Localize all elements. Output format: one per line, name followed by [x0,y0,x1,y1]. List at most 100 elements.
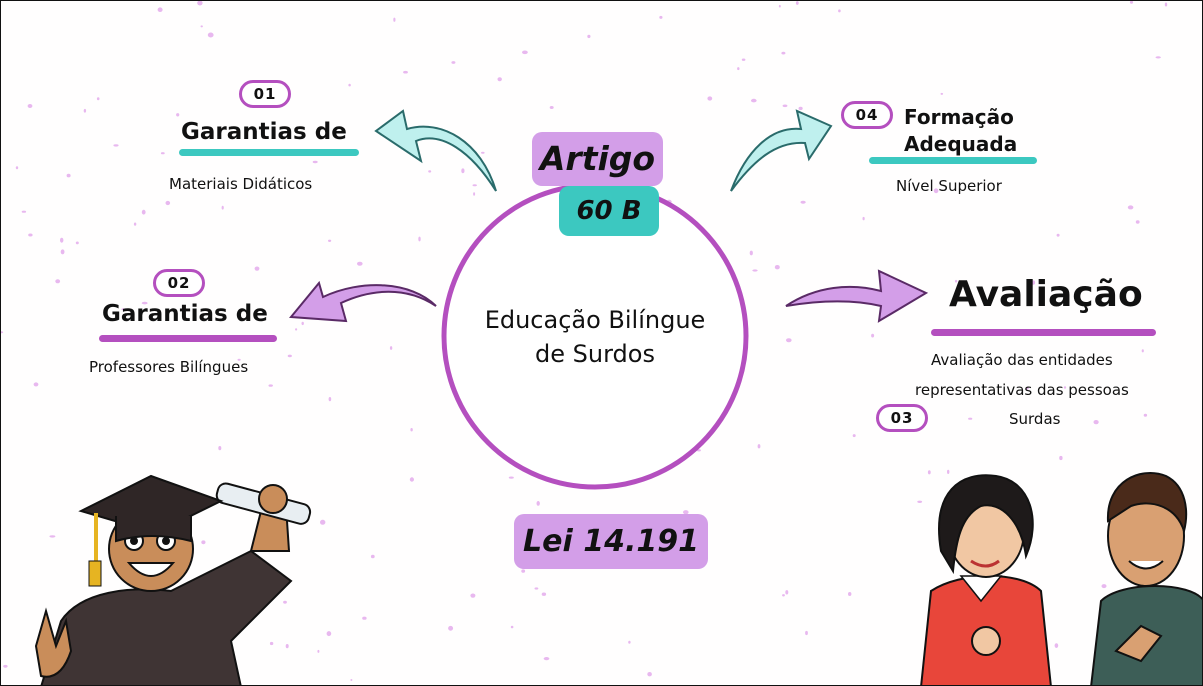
confetti-dot [461,168,465,174]
curved-arrow-icon [288,280,437,323]
confetti-dot [510,625,514,629]
confetti-dot [782,594,785,597]
confetti-dot [254,266,260,271]
confetti-dot [659,15,663,19]
confetti-dot [410,428,413,432]
confetti-dot [1143,413,1148,417]
confetti-dot [933,188,939,194]
confetti-dot [927,470,931,475]
confetti-dot [160,152,165,155]
confetti-dot [60,249,65,255]
confetti-dot [370,554,375,559]
confetti-dot [1155,56,1161,59]
item03-subtitle-line3: Surdas [1009,410,1061,428]
item01-number: 01 [253,85,277,103]
confetti-dot [1164,2,1168,7]
item04-number-badge: 04 [841,101,893,129]
confetti-dot [497,77,502,82]
confetti-dot [176,113,180,117]
confetti-dot [757,444,761,449]
confetti-dot [21,210,27,213]
item02-underline [99,335,277,342]
confetti-dot [508,476,514,479]
confetti-dot [852,434,856,438]
confetti-dot [27,104,33,108]
confetti-dot [28,233,33,237]
confetti-dot [472,184,477,187]
item03-number: 03 [890,409,914,427]
item03-number-badge: 03 [876,404,928,432]
confetti-dot [848,592,852,596]
artigo-number: 60 B [576,196,642,226]
confetti-dot [201,540,206,545]
confetti-dot [283,600,287,604]
confetti-dot [749,250,753,256]
confetti-dot [403,70,408,74]
confetti-dot [15,166,19,170]
item04-underline [869,157,1037,164]
artigo-label: Artigo [539,139,656,178]
confetti-dot [237,358,241,361]
confetti-dot [954,279,958,283]
confetti-dot [785,590,789,595]
confetti-dot [647,672,652,677]
confetti-dot [141,209,146,215]
confetti-dot [268,384,273,387]
confetti-dot [838,9,841,13]
confetti-dot [917,500,923,503]
confetti-dot [541,592,547,596]
confetti-dot [96,97,100,101]
graduate-illustration [34,474,312,685]
confetti-dot [786,338,792,343]
confetti-dot [326,631,332,637]
item01-heading: Garantias de [181,119,347,145]
confetti-dot [221,205,224,210]
confetti-dot [871,333,875,338]
artigo-tag: Artigo [532,132,663,186]
signing-people-illustration [920,472,1202,685]
confetti-dot [133,222,137,226]
curved-arrow-icon [374,109,497,192]
confetti-dot [49,535,56,538]
confetti-dot [200,25,203,28]
confetti-dot [534,587,539,590]
confetti-dot [1,331,4,334]
item03-subtitle-line1: Avaliação das entidades [931,351,1113,369]
confetti-dot [141,301,148,305]
item02-subtitle: Professores Bilíngues [89,358,249,376]
item01-underline [179,149,359,156]
item04-number: 04 [855,106,879,124]
confetti-dot [409,477,414,482]
confetti-dot [940,92,944,95]
artigo-number-tag: 60 B [559,186,659,236]
confetti-dot [737,67,740,71]
confetti-dot [362,616,367,620]
confetti-dot [947,469,950,474]
confetti-dot [587,34,591,39]
confetti-dot [328,239,332,242]
confetti-dot [83,108,87,113]
confetti-dot [1141,349,1144,353]
curved-arrow-icon [785,269,929,323]
confetti-dot [741,58,746,61]
confetti-dot [862,216,865,221]
confetti-dot [451,61,456,64]
item04-heading-line1: Formação [904,105,1014,129]
confetti-dot [287,354,292,358]
confetti-dot [800,200,806,204]
confetti-dot [1093,420,1099,425]
confetti-dot [1025,387,1029,390]
confetti-dot [312,160,318,164]
confetti-dot [317,649,320,653]
item03-underline [931,329,1156,336]
confetti-dot [778,4,781,8]
confetti-dot [795,1,799,5]
confetti-dot [707,96,713,101]
confetti-dot [782,104,788,108]
confetti-dot [521,569,526,573]
item02-number: 02 [167,274,191,292]
confetti-dot [798,106,803,111]
confetti-dot [805,630,808,636]
confetti-dot [470,593,476,598]
